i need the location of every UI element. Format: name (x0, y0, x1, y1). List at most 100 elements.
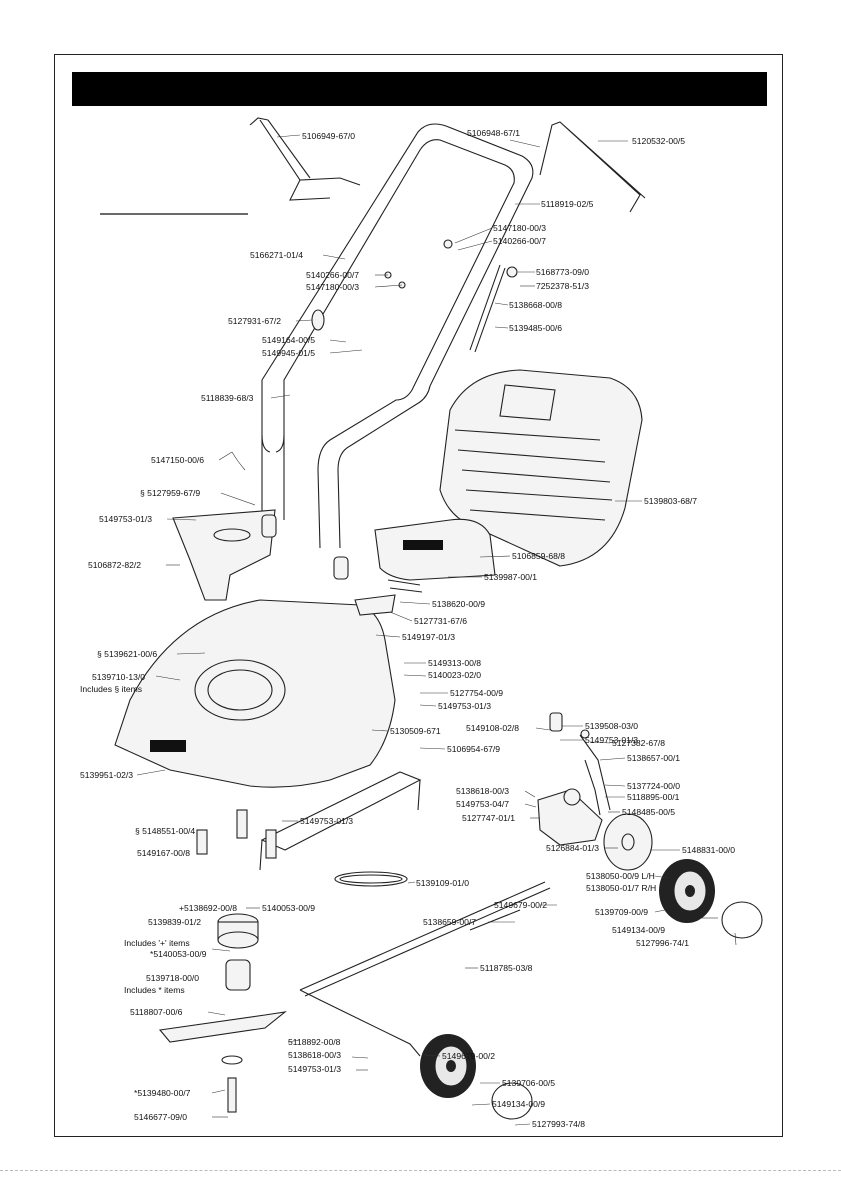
part-label: 5138659-00/7 (423, 917, 476, 927)
part-label: 5140053-00/9 (262, 903, 315, 913)
flap-opening (213, 528, 251, 542)
part-label: +5138692-00/8 (179, 903, 237, 913)
part-label: 5118919-02/5 (541, 199, 594, 209)
part-label: 5127993-74/8 (532, 1119, 585, 1129)
part-label: 5138618-00/3 (288, 1050, 341, 1060)
part-label: 5139709-00/9 (595, 907, 648, 917)
part-label: 5149945-01/5 (262, 348, 315, 358)
part-label: 5127996-74/1 (636, 938, 689, 948)
part-label: 5139485-00/6 (509, 323, 562, 333)
part-label: 5130509-671 (390, 726, 441, 736)
upper-handle (261, 123, 534, 549)
cable (231, 451, 246, 471)
part-label: 5138050-00/9 L/H (586, 871, 655, 881)
front-axle (299, 881, 551, 1057)
part-label: 5149167-00/8 (137, 848, 190, 858)
part-label: 5139710-13/0 (92, 672, 145, 682)
bolt-head (506, 266, 518, 278)
part-label: 7252378-51/3 (536, 281, 589, 291)
wheel-left (420, 1034, 476, 1098)
part-label: 5148485-00/5 (622, 807, 675, 817)
blade-washer (221, 1055, 243, 1065)
part-label: 5149679-00/2 (442, 1051, 495, 1061)
part-label: 5149679-00/2 (494, 900, 547, 910)
part-label: 5127382-67/8 (612, 738, 665, 748)
bracket-legs (259, 779, 421, 871)
hubcap-left (491, 1082, 533, 1120)
part-label: 5168773-09/0 (536, 267, 589, 277)
part-label: 5140023-02/0 (428, 670, 481, 680)
pulley (603, 813, 653, 871)
axle-rod (469, 909, 521, 931)
part-label: 5149134-00/9 (612, 925, 665, 935)
part-label: 5149753-01/3 (288, 1064, 341, 1074)
deck-label (150, 740, 186, 752)
part-label: 5138050-01/7 R/H (586, 883, 656, 893)
bolt (236, 809, 248, 839)
part-label: 5127747-01/1 (462, 813, 515, 823)
page-edge-line (0, 1170, 841, 1171)
part-label: 5166271-01/4 (250, 250, 303, 260)
drive-belt-inner (339, 874, 403, 884)
part-label: 5139706-00/5 (502, 1078, 555, 1088)
part-label: 5149753-04/7 (456, 799, 509, 809)
part-label: 5139803-68/7 (644, 496, 697, 506)
nut (443, 239, 453, 249)
part-label: 5140266-00/7 (493, 236, 546, 246)
part-label: § 5127959-67/9 (140, 488, 200, 498)
sleeve-right (333, 556, 349, 580)
hubcap-right (721, 901, 763, 939)
part-label: 5147180-00/3 (493, 223, 546, 233)
part-label: 5118839-68/3 (201, 393, 254, 403)
part-label: 5138668-00/8 (509, 300, 562, 310)
lever-left (249, 117, 361, 201)
part-label: 5147150-00/6 (151, 455, 204, 465)
part-label: 5106859-68/8 (512, 551, 565, 561)
part-label: Includes § items (80, 684, 142, 694)
part-label: 5149753-01/3 (99, 514, 152, 524)
mower-deck (114, 599, 396, 788)
rear-flap (172, 509, 276, 601)
cable-rod (469, 264, 506, 353)
part-label: 5127931-67/2 (228, 316, 281, 326)
part-label: Includes '+' items (124, 938, 190, 948)
part-label: 5147180-00/3 (306, 282, 359, 292)
nut (580, 729, 590, 739)
part-label: 5149134-00/9 (492, 1099, 545, 1109)
blade-bolt (227, 1077, 237, 1113)
part-label: Includes * items (124, 985, 185, 995)
part-label: 5149753-01/3 (585, 735, 638, 745)
sleeve-left (261, 514, 277, 538)
clip (387, 579, 423, 593)
part-label: 5118892-00/8 (288, 1037, 341, 1047)
wheel-right (659, 859, 715, 923)
part-label: 5139508-03/0 (585, 721, 638, 731)
part-label: 5138618-00/3 (456, 786, 509, 796)
drive-assembly (537, 734, 611, 846)
part-label: *5139480-00/7 (134, 1088, 191, 1098)
bolt (265, 829, 277, 859)
part-label: 5118785-03/8 (480, 963, 533, 973)
part-label: 5149108-02/8 (466, 723, 519, 733)
part-label: 5120532-00/5 (632, 136, 685, 146)
part-label: 5148831-00/0 (682, 845, 735, 855)
part-label: 5118895-00/1 (627, 792, 680, 802)
part-label: 5139839-01/2 (148, 917, 201, 927)
part-label: 5149197-01/3 (402, 632, 455, 642)
part-label: 5106948-67/1 (467, 128, 520, 138)
part-label: 5139109-01/0 (416, 878, 469, 888)
part-label: 5149313-00/8 (428, 658, 481, 668)
blade (158, 1011, 287, 1043)
part-label: § 5139621-00/6 (97, 649, 157, 659)
part-label: 5139987-00/1 (484, 572, 537, 582)
part-label: 5138620-00/9 (432, 599, 485, 609)
part-label: 5118807-00/6 (130, 1007, 183, 1017)
baffle (354, 594, 396, 616)
part-label: 5137724-00/0 (627, 781, 680, 791)
part-label: 5149164-00/5 (262, 335, 315, 345)
bolt (196, 829, 208, 855)
grass-cover (374, 518, 496, 581)
part-label: 5106872-82/2 (88, 560, 141, 570)
part-label: 5149753-01/3 (300, 816, 353, 826)
